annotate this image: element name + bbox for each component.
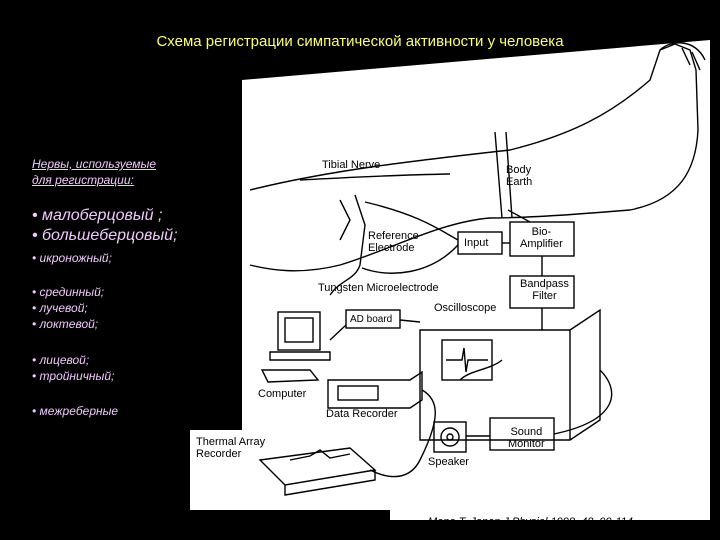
- nerve-sural: • икроножный;: [32, 251, 112, 265]
- electrode-wires: [329, 194, 366, 296]
- citation: Mano T. Japan J Physiol 1998, 48, 99-114: [428, 516, 633, 528]
- computer-monitor: [277, 311, 321, 351]
- earth-to-amp: [507, 209, 531, 223]
- label-speaker: Speaker: [428, 456, 469, 468]
- label-tibial-nerve: Tibial Nerve: [322, 159, 381, 171]
- label-filter: Filter: [532, 290, 557, 302]
- label-input: Input: [464, 237, 489, 249]
- diagram-figure: Tibial Nerve Body Earth Reference Electr…: [190, 40, 710, 520]
- label-bio-amplifier: Bio- Amplifier: [520, 226, 563, 250]
- label-bio: Bio-: [531, 226, 552, 238]
- nerve-facial: • лицевой;: [32, 353, 90, 367]
- oscilloscope-body: [419, 308, 601, 441]
- nerve-ulnar: • локтевой;: [32, 317, 99, 331]
- ad-board-wire: [329, 319, 421, 341]
- tungsten-wire: [361, 244, 459, 274]
- label-reference: Reference: [368, 230, 419, 242]
- body-earth-band: [494, 131, 513, 219]
- ad-board-box: [345, 309, 401, 329]
- diagram-drawing: [190, 40, 710, 520]
- data-recorder-panel: [337, 385, 379, 401]
- label-recorder: Recorder: [196, 448, 242, 460]
- nerve-tibial: • большеберцовый;: [32, 227, 178, 244]
- nerve-group-face: • лицевой; • тройничный;: [32, 352, 114, 384]
- oscilloscope-trace: [446, 347, 488, 373]
- label-thermal-array-recorder: Thermal Array Recorder: [196, 436, 265, 460]
- nerve-trigeminal: • тройничный;: [32, 369, 115, 383]
- computer-screen: [284, 317, 314, 343]
- label-amplifier: Amplifier: [520, 238, 563, 250]
- label-computer: Computer: [258, 388, 307, 400]
- label-sound: Sound: [510, 426, 543, 438]
- page-title: Схема регистрации симпатической активнос…: [156, 33, 564, 50]
- label-sound-monitor: Sound Monitor: [508, 426, 545, 450]
- foot-toes: [659, 42, 706, 71]
- nerve-peroneal: • малоберцовый ;: [32, 207, 163, 224]
- osc-probe-wire: [459, 359, 503, 381]
- thermal-recorder-trace: [289, 449, 351, 461]
- label-bandpass-filter: Bandpass Filter: [520, 278, 569, 302]
- recorder-wire: [369, 389, 436, 478]
- label-body-earth: Body Earth: [506, 164, 532, 188]
- oscilloscope-screen: [441, 339, 493, 381]
- label-ad-board: AD board: [350, 314, 393, 325]
- nerve-median: • срединный;: [32, 285, 105, 299]
- label-body: Body: [506, 164, 532, 176]
- main-nerves: • малоберцовый ; • большеберцовый;: [32, 206, 178, 246]
- nerve-intercostal: • межреберные: [32, 404, 119, 418]
- osc-to-sound: [553, 369, 613, 435]
- speaker-cone: [440, 427, 460, 447]
- computer-keyboard: [260, 369, 320, 383]
- label-monitor: Monitor: [508, 438, 545, 450]
- thermal-recorder-body: [258, 447, 377, 496]
- tibial-nerve-line: [299, 173, 451, 181]
- label-data-recorder: Data Recorder: [326, 408, 398, 420]
- label-reference-electrode: Reference Electrode: [368, 230, 419, 254]
- nerve-group-arm: • срединный; • лучевой; • локтевой;: [32, 284, 104, 332]
- speaker-box: [433, 421, 467, 453]
- reference-wire: [364, 201, 459, 241]
- computer-base: [269, 351, 331, 361]
- label-oscilloscope: Oscilloscope: [434, 302, 497, 314]
- label-tungsten-microelectrode: Tungsten Microelectrode: [318, 282, 439, 294]
- label-electrode: Electrode: [368, 242, 415, 254]
- nerve-radial: • лучевой;: [32, 301, 88, 315]
- nerves-heading: Нервы, используемые для регистрации:: [32, 156, 156, 188]
- data-recorder-body: [327, 370, 423, 409]
- leg-outline: [249, 43, 699, 272]
- label-bandpass: Bandpass: [520, 278, 569, 290]
- figure-background: [190, 40, 710, 520]
- label-earth: Earth: [506, 176, 533, 188]
- nerves-heading-line-1: Нервы, используемые: [32, 157, 156, 171]
- nerves-heading-line-2: для регистрации:: [32, 173, 134, 187]
- speaker-center: [446, 433, 454, 441]
- label-thermal-array: Thermal Array: [196, 436, 266, 448]
